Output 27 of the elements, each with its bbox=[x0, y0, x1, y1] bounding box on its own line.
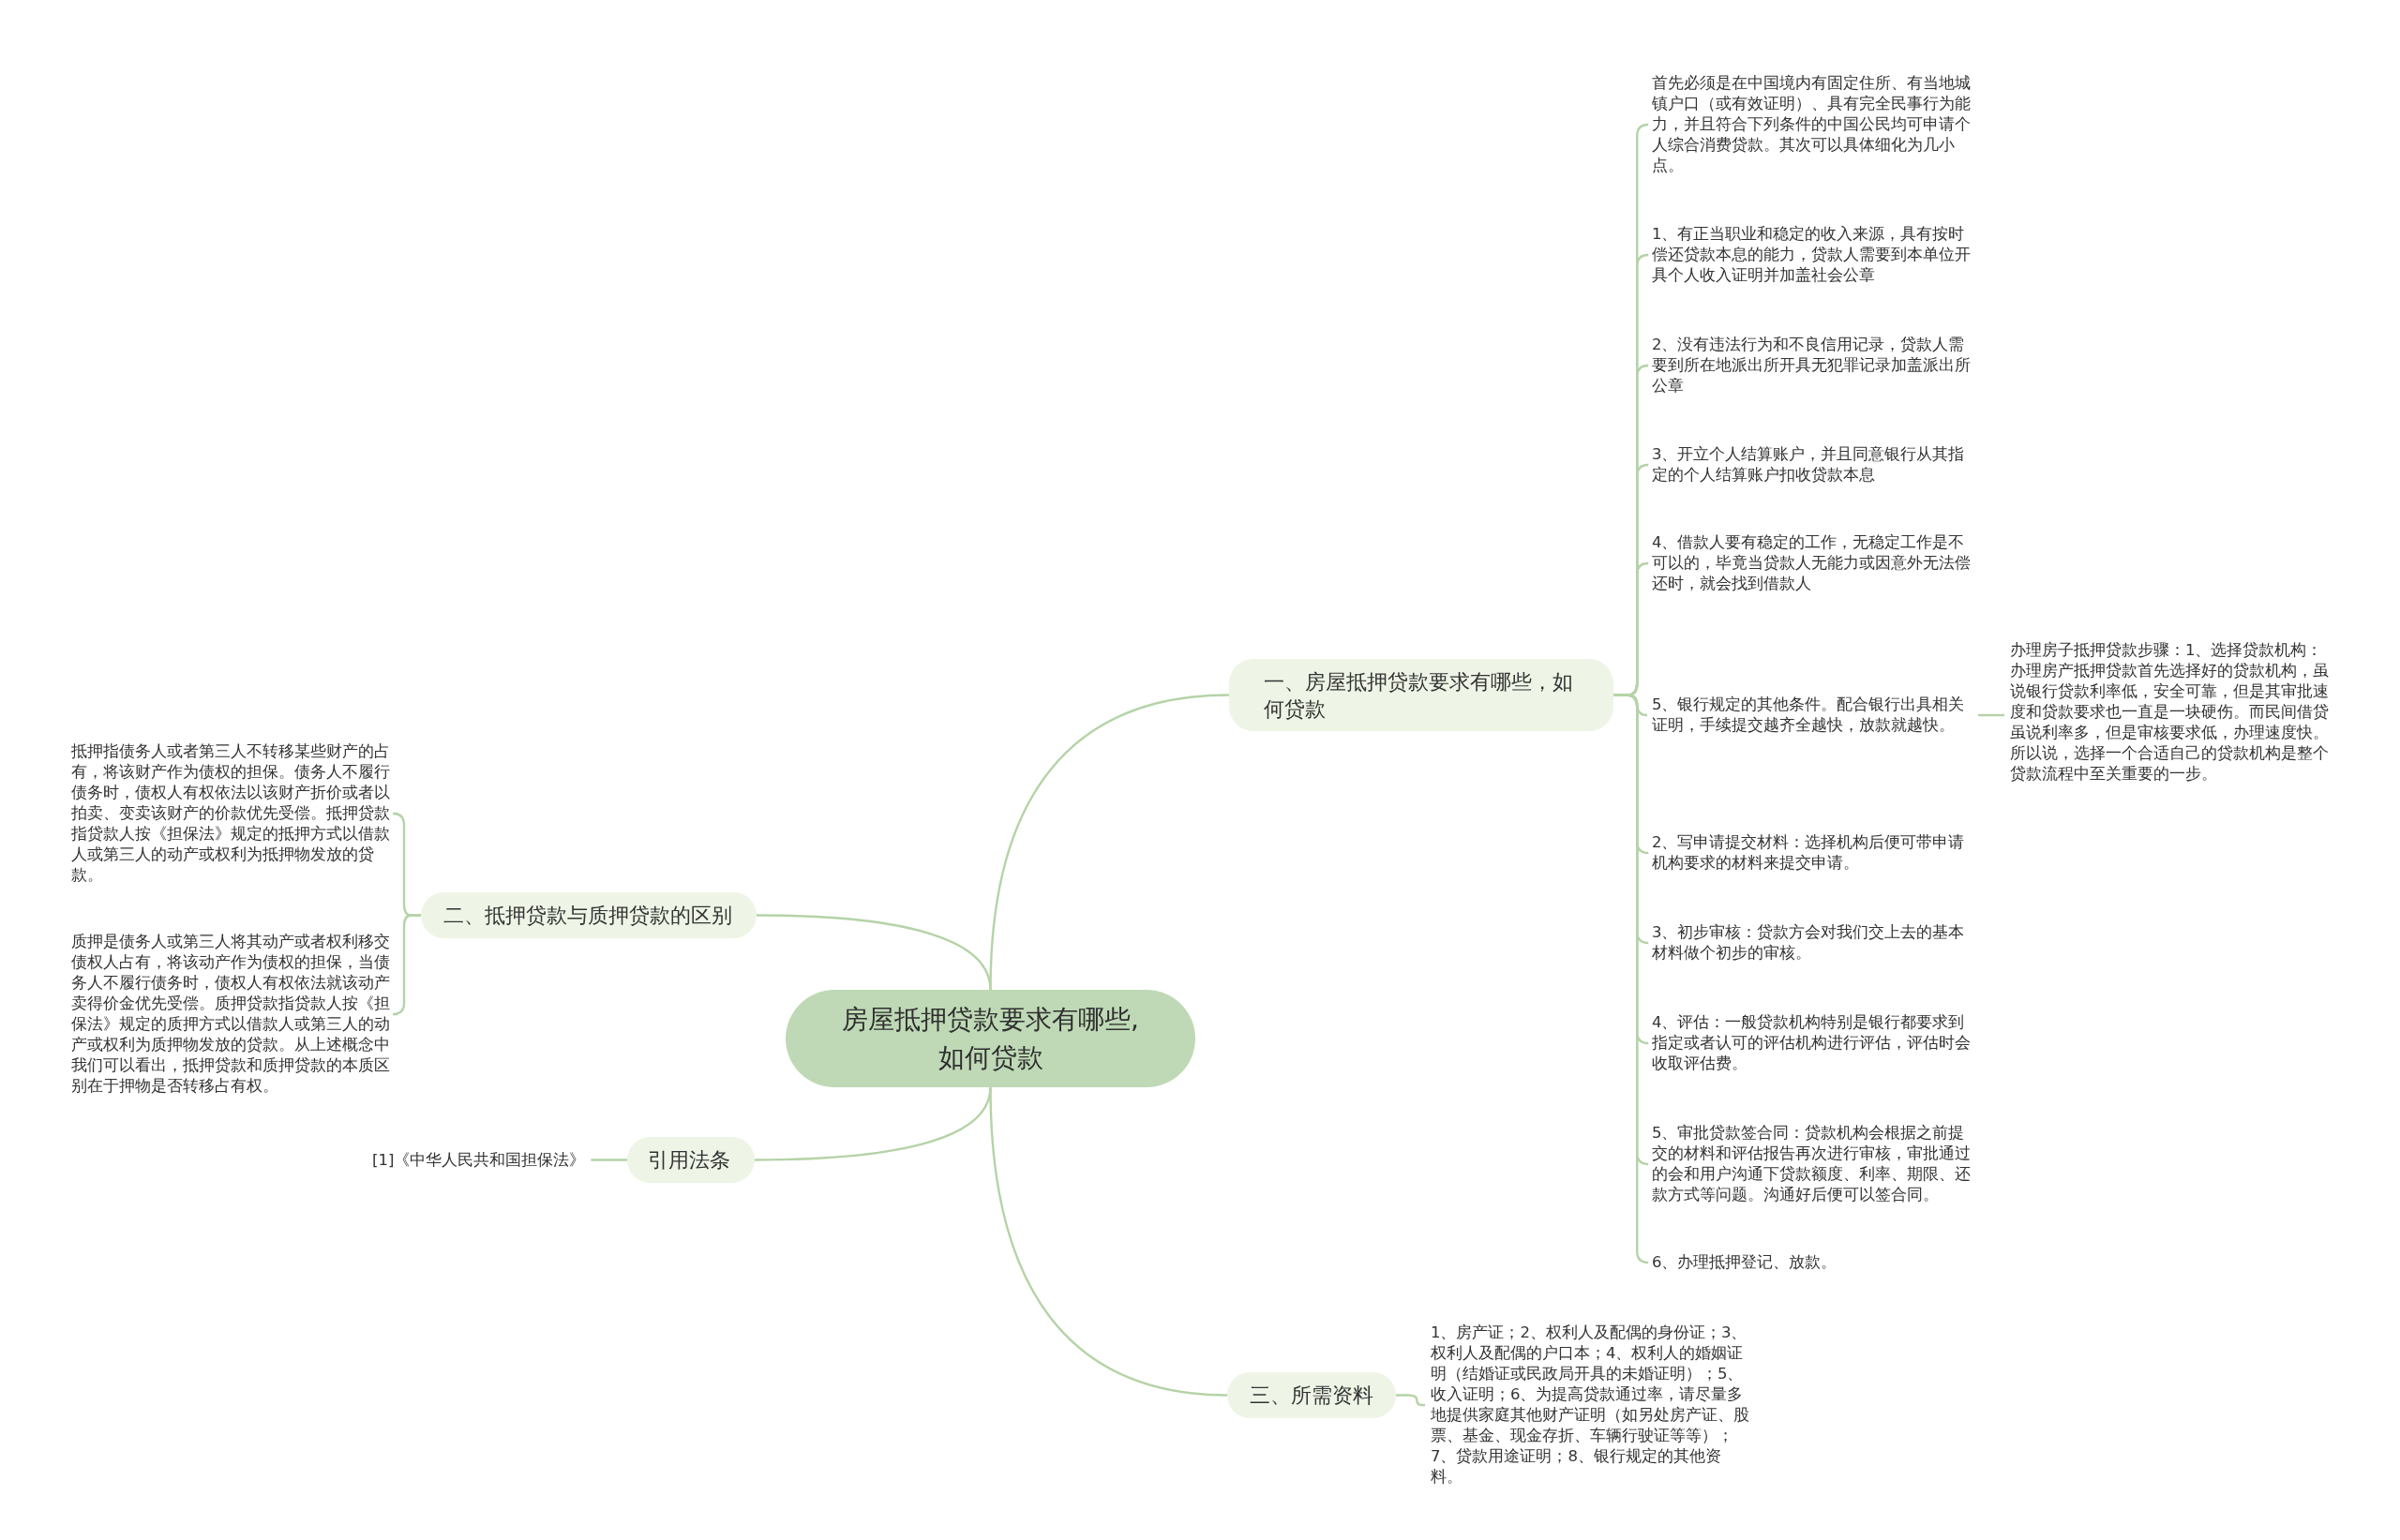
connector-line bbox=[989, 1086, 1228, 1397]
leaf-text: 抵押指债务人或者第三人不转移某些财产的占有，将该财产作为债权的担保。债务人不履行债务时，债权人有权依法以该财产折价或者以拍卖、变卖该财产的价款优先受偿。抵押贷款指贷款人按《担保法》规定的抵押方式以借款人或第三人的动产或权利为抵押物发放的贷款。 bbox=[66, 741, 398, 886]
connector-line bbox=[591, 1159, 627, 1161]
leaf-text: 2、没有违法行为和不良信用记录，贷款人需要到所在地派出所开具无犯罪记录加盖派出所公章 bbox=[1646, 335, 1978, 396]
connector-line bbox=[1978, 713, 2004, 717]
branch-topic: 三、所需资料 bbox=[1227, 1372, 1396, 1418]
leaf-text: 6、办理抵押登记、放款。 bbox=[1646, 1252, 1978, 1273]
leaf-text: 2、写申请提交材料：选择机构后便可带申请机构要求的材料来提交申请。 bbox=[1646, 832, 1978, 874]
leaf-text: 5、银行规定的其他条件。配合银行出具相关证明，手续提交越齐全越快，放款就越快。 bbox=[1646, 695, 1978, 736]
connector-line bbox=[1396, 1394, 1425, 1407]
connector-line bbox=[757, 914, 992, 991]
connector-line bbox=[391, 914, 421, 1016]
leaf-text: 5、审批贷款签合同：贷款机构会根据之前提交的材料和评估报告再次进行审核，审批通过的会和用户沟通下贷款额度、利率、期限、还款方式等问题。沟通好后便可以签合同。 bbox=[1646, 1123, 1978, 1205]
leaf-text: 1、有正当职业和稳定的收入来源，具有按时偿还贷款本息的能力，贷款人需要到本单位开具个人收入证明并加盖社会公章 bbox=[1646, 224, 1978, 286]
leaf-text: 1、房产证；2、权利人及配偶的身份证；3、权利人及配偶的户口本；4、权利人的婚姻证明（结婚证或民政局开具的未婚证明）；5、收入证明；6、为提高贷款通过率，请尽量多地提供家庭其他财产证明（如另处房产证、股票、基金、现金存折、车辆行驶证等等）；7、贷款用途证明；8、银行规定的其他资料。 bbox=[1425, 1323, 1757, 1488]
leaf-text: [1]《中华人民共和国担保法》 bbox=[367, 1150, 592, 1171]
branch-topic: 一、房屋抵押贷款要求有哪些，如何贷款 bbox=[1229, 659, 1613, 731]
leaf-text: 3、初步审核：贷款方会对我们交上去的基本材料做个初步的审核。 bbox=[1646, 922, 1978, 964]
leaf-text: 4、借款人要有稳定的工作，无稳定工作是不可以的，毕竟当贷款人无能力或因意外无法偿还时，就会找到借款人 bbox=[1646, 532, 1978, 594]
leaf-text: 首先必须是在中国境内有固定住所、有当地城镇户口（或有效证明）、具有完全民事行为能力，并且符合下列条件的中国公民均可申请个人综合消费贷款。其次可以具体细化为几小点。 bbox=[1646, 73, 1978, 176]
leaf-text: 4、评估：一般贷款机构特别是银行都要求到指定或者认可的评估机构进行评估，评估时会收取评估费。 bbox=[1646, 1012, 1978, 1074]
leaf-text: 3、开立个人结算账户，并且同意银行从其指定的个人结算账户扣收贷款本息 bbox=[1646, 444, 1978, 486]
branch-topic: 二、抵押贷款与质押贷款的区别 bbox=[421, 892, 757, 938]
branch-topic: 引用法条 bbox=[627, 1137, 755, 1183]
leaf-text: 质押是债务人或第三人将其动产或者权利移交债权人占有，将该动产作为债权的担保，当债务人不履行债务时，债权人有权依法就该动产卖得价金优先受偿。质押贷款指贷款人按《担保法》规定的质押方式以借款人或第三人的动产或权利为质押物发放的贷款。从上述概念中我们可以看出，抵押贷款和质押贷款的本质区别在于押物是否转移占有权。 bbox=[66, 932, 398, 1097]
central-topic: 房屋抵押贷款要求有哪些,如何贷款 bbox=[786, 990, 1195, 1087]
leaf-text: 办理房子抵押贷款步骤：1、选择贷款机构：办理房产抵押贷款首先选择好的贷款机构，虽说银行贷款利率低，安全可靠，但是其审批速度和贷款要求也一直是一块硬伤。而民间借贷虽说利率多，但是审核要求低，办理速度快。所以说，选择一个合适自己的贷款机构是整个贷款流程中至关重要的一步。 bbox=[2004, 640, 2336, 785]
